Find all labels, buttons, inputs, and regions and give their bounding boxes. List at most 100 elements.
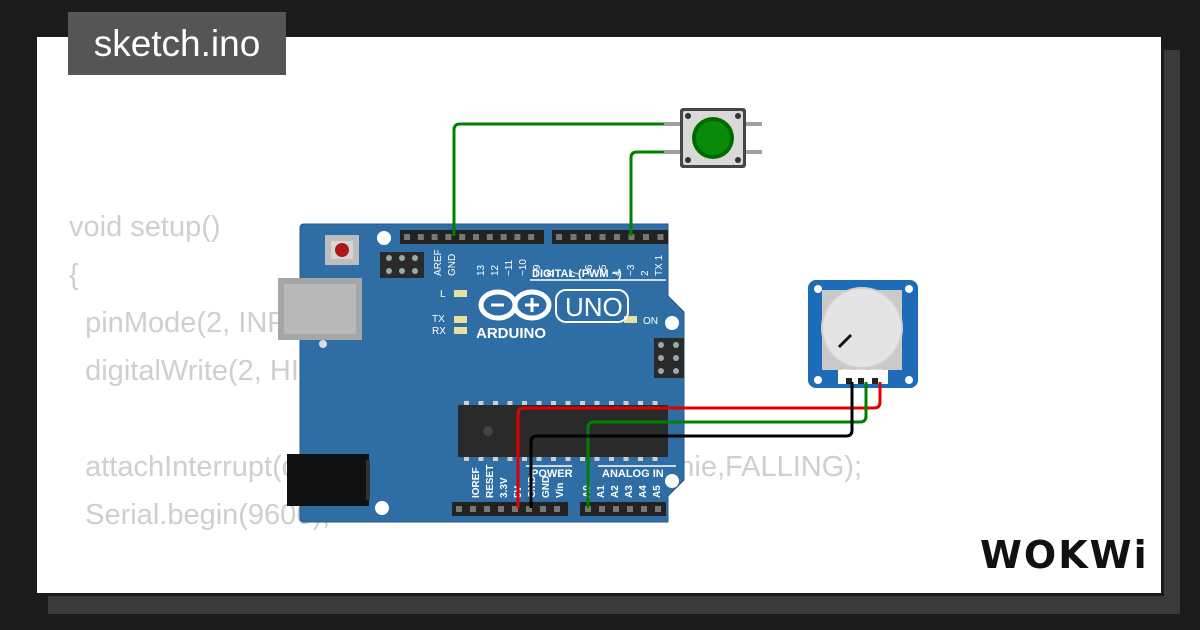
header-pin[interactable] [627,506,633,512]
digital-pin-label: RX 0 [668,253,679,276]
power-pin-label: RESET [485,465,496,498]
analog-pin-label: A5 [652,485,663,498]
pot-pin-vcc-label: VCC [871,369,882,375]
header-pin[interactable] [445,234,452,240]
header-pin[interactable] [599,506,605,512]
wire-a0-to-pot-sig [586,382,868,508]
header-pin[interactable] [528,234,535,240]
header-pin[interactable] [514,234,521,240]
digital-pin-label: ~5 [598,264,609,276]
header-pin[interactable] [585,506,591,512]
arduino-logo-icon [478,289,552,321]
led-tx-label: TX [432,314,445,325]
power-pin-label: IOREF [471,467,482,498]
header-pin[interactable] [417,234,424,240]
microcontroller-chip [458,401,668,461]
code-line: void setup() [69,211,221,243]
header-pin[interactable] [498,506,504,512]
digital-header-left [400,230,544,244]
digital-pin-label: ~3 [626,264,637,276]
power-jack [287,454,370,506]
header-pin[interactable] [599,234,606,240]
analog-pin-label: A2 [610,485,621,498]
power-pin-label: Vin [555,483,566,498]
header-pin[interactable] [540,506,546,512]
header-pin[interactable] [613,506,619,512]
header-pin[interactable] [486,234,493,240]
digital-pin-label: 2 [640,270,651,276]
analog-pin-label: A4 [638,485,649,498]
code-line: { [69,259,79,291]
analog-pin-label: A3 [624,485,635,498]
header-pin[interactable] [556,234,562,240]
led-on [624,316,637,323]
digital-pin-label: 8 [546,270,557,276]
analog-pin-label: A1 [596,485,607,498]
header-pin[interactable] [526,506,532,512]
analog-header [580,502,666,516]
wokwi-logo-text: WOKWi [980,533,1149,577]
header-pin[interactable] [554,506,560,512]
digital-pin-label: TX 1 [654,254,665,276]
header-pin[interactable] [585,234,591,240]
digital-header-label: DIGITAL (PWM ~) [532,268,622,280]
wires [452,122,882,508]
wire-gnd-to-pot-gnd [529,382,854,508]
digital-pin-label: GND [447,254,458,276]
header-pin[interactable] [404,234,410,240]
potentiometer-knob[interactable] [821,287,903,369]
arduino-model: UNO [565,292,623,322]
header-pin[interactable] [657,234,664,240]
pushbutton[interactable] [664,108,762,168]
led-rx [454,327,467,334]
power-pin-label: GND [541,476,552,498]
power-header [452,502,568,516]
wire-d2-to-button [629,150,664,236]
header-pin[interactable] [459,234,466,240]
pot-pin-sig-label: SIG [857,369,866,375]
header-pin[interactable] [641,506,647,512]
usb-connector [278,278,362,348]
digital-pin-label: 4 [612,270,623,276]
led-rx-label: RX [432,326,446,337]
power-pin-label: 3.3V [499,477,510,498]
digital-pin-label: 7 [570,270,581,276]
header-pin[interactable] [431,234,438,240]
digital-pin-label: ~6 [584,264,595,276]
wire-gnd-to-button [452,122,664,236]
header-pin[interactable] [456,506,462,512]
digital-pin-label: ~11 [504,259,515,276]
icsp-header [380,252,424,278]
header-pin[interactable] [570,234,577,240]
header-pin[interactable] [614,234,620,240]
led-l-label: L [440,289,446,300]
sketch-title: sketch.ino [68,12,286,75]
wire-5v-to-pot-vcc [516,382,882,508]
digital-pin-label: ~10 [518,259,529,276]
reset-button[interactable] [325,235,359,265]
power-header-label: POWER [531,468,573,480]
digital-pin-label: 13 [476,264,487,276]
header-pin[interactable] [484,506,490,512]
header-pin[interactable] [628,234,635,240]
digital-pin-label: 12 [490,264,501,276]
uno-badge [555,289,629,323]
digital-pin-label: ~9 [532,264,543,276]
led-tx [454,316,467,323]
header-pin[interactable] [655,506,661,512]
digital-pin-label: AREF [433,249,444,276]
header-pin[interactable] [500,234,507,240]
header-pin[interactable] [473,234,479,240]
led-on-label: ON [643,316,658,327]
led-l [454,290,467,297]
pot-pin-gnd-label: GND [842,369,854,375]
wokwi-logo: WOKWi [980,533,1149,577]
header-pin[interactable] [470,506,476,512]
arduino-brand: ARDUINO [476,325,546,342]
icsp-header-right [654,338,684,378]
header-pin[interactable] [512,506,518,512]
header-pin[interactable] [643,234,649,240]
potentiometer-module[interactable]: GND SIG VCC [808,280,918,388]
